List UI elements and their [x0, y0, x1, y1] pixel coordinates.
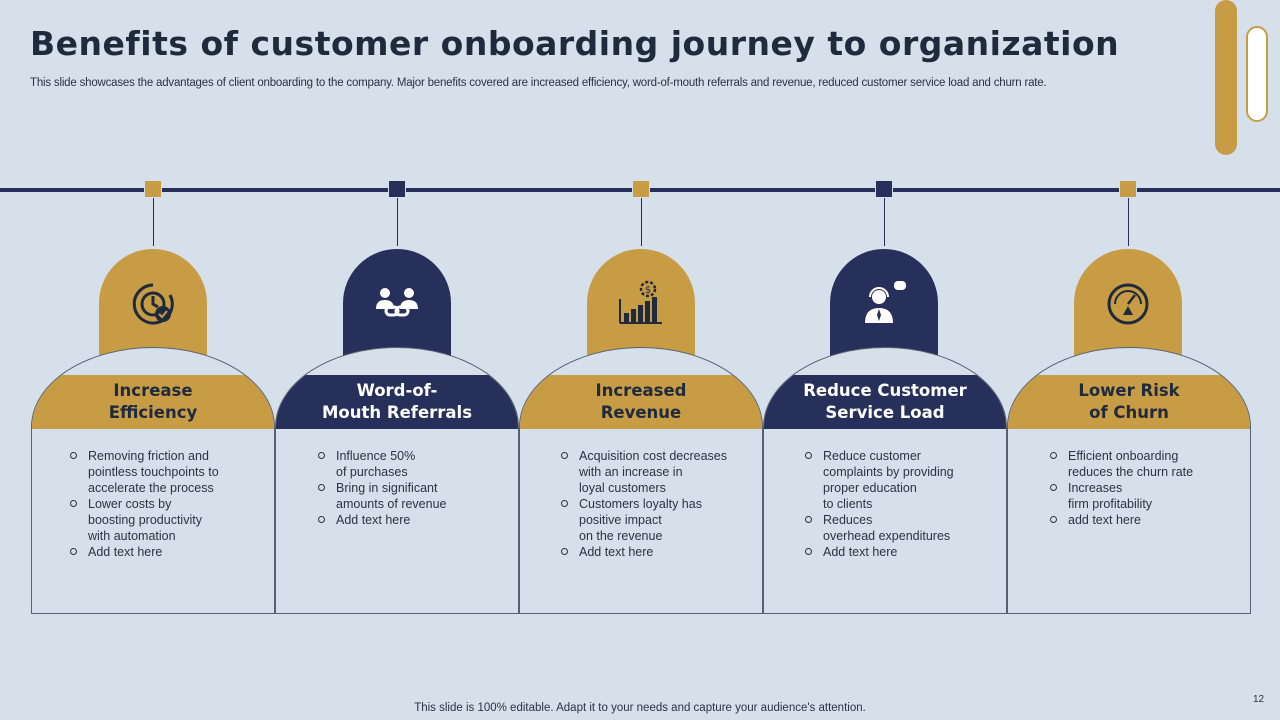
benefit-card-churn: Lower Risk of Churn Efficient onboarding…: [1007, 347, 1251, 614]
footer-note: This slide is 100% editable. Adapt it to…: [414, 702, 866, 714]
timeline-node: [388, 180, 406, 198]
list-item: Bring in significant amounts of revenue: [318, 480, 447, 512]
timeline-stem: [1128, 198, 1129, 246]
timeline-stem: [153, 198, 154, 246]
card-title: Word-of- Mouth Referrals: [276, 375, 518, 429]
page-number: 12: [1253, 694, 1265, 705]
card-title: Reduce Customer Service Load: [764, 375, 1006, 429]
decorative-outline-pill: [1246, 26, 1268, 122]
list-item: Add text here: [70, 544, 219, 560]
benefit-card-service: Reduce Customer Service Load Reduce cust…: [763, 347, 1007, 614]
list-item: Influence 50% of purchases: [318, 448, 447, 480]
card-title: Lower Risk of Churn: [1008, 375, 1250, 429]
timeline-node: [1119, 180, 1137, 198]
customer-support-agent-icon: [865, 281, 906, 323]
timeline-node: [632, 180, 650, 198]
timeline-stem: [641, 198, 642, 246]
card-title: Increase Efficiency: [32, 375, 274, 429]
list-item: Increases firm profitability: [1050, 480, 1193, 512]
card-cap-efficiency: [99, 249, 207, 364]
card-title: Increased Revenue: [520, 375, 762, 429]
list-item: Customers loyalty has positive impact on…: [561, 496, 727, 544]
list-item: Add text here: [561, 544, 727, 560]
revenue-chart-icon: $: [619, 280, 662, 324]
page-title: Benefits of customer onboarding journey …: [30, 24, 1120, 63]
list-item: add text here: [1050, 512, 1193, 528]
benefit-card-referrals: Word-of- Mouth Referrals Influence 50% o…: [275, 347, 519, 614]
list-item: Acquisition cost decreases with an incre…: [561, 448, 727, 496]
benefit-card-efficiency: Increase Efficiency Removing friction an…: [31, 347, 275, 614]
list-item: Reduce customer complaints by providing …: [805, 448, 954, 512]
list-item: Add text here: [805, 544, 954, 560]
page-subtitle: This slide showcases the advantages of c…: [30, 77, 1047, 89]
decorative-gold-bar: [1215, 0, 1237, 155]
timeline-stem: [397, 198, 398, 246]
risk-gauge-icon: [1107, 283, 1149, 325]
list-item: Efficient onboarding reduces the churn r…: [1050, 448, 1193, 480]
people-link-icon: [376, 288, 418, 317]
card-cap-revenue: $: [587, 249, 695, 364]
list-item: Reduces overhead expenditures: [805, 512, 954, 544]
list-item: Lower costs by boosting productivity wit…: [70, 496, 219, 544]
timeline-node: [144, 180, 162, 198]
card-points: Acquisition cost decreases with an incre…: [561, 448, 727, 560]
timeline-stem: [884, 198, 885, 246]
benefit-card-revenue: Increased Revenue Acquisition cost decre…: [519, 347, 763, 614]
card-cap-referrals: [343, 249, 451, 364]
card-cap-churn: [1074, 249, 1182, 364]
svg-text:$: $: [645, 285, 651, 296]
card-points: Removing friction and pointless touchpoi…: [70, 448, 219, 560]
card-points: Reduce customer complaints by providing …: [805, 448, 954, 560]
timeline-node: [875, 180, 893, 198]
card-points: Efficient onboarding reduces the churn r…: [1050, 448, 1193, 528]
card-points: Influence 50% of purchases Bring in sign…: [318, 448, 447, 528]
card-cap-service: [830, 249, 938, 364]
efficiency-gear-clock-icon: [132, 283, 174, 325]
list-item: Add text here: [318, 512, 447, 528]
list-item: Removing friction and pointless touchpoi…: [70, 448, 219, 496]
